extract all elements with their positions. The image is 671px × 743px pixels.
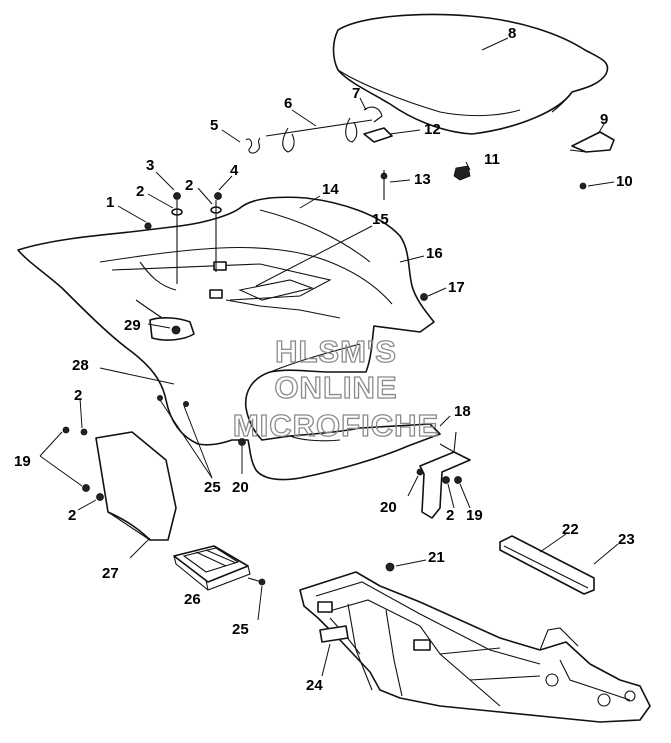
bolt-1 bbox=[144, 222, 152, 230]
bolt-20a bbox=[238, 438, 246, 446]
callout-18: 18 bbox=[454, 403, 471, 420]
callout-10: 10 bbox=[616, 173, 633, 190]
callout-13: 13 bbox=[414, 171, 431, 188]
watermark-line-2: ONLINE bbox=[274, 370, 397, 405]
callout-15: 15 bbox=[372, 211, 389, 228]
nut-19b bbox=[82, 484, 90, 492]
stud-bolt bbox=[380, 170, 388, 200]
callout-23: 23 bbox=[618, 531, 635, 548]
bolt-17 bbox=[420, 293, 428, 301]
callout-2: 2 bbox=[68, 507, 76, 524]
cross-support bbox=[499, 535, 595, 595]
spring bbox=[245, 137, 261, 154]
seat-latch-bracket bbox=[569, 131, 615, 190]
nut-19c bbox=[454, 476, 462, 484]
callout-28: 28 bbox=[72, 357, 89, 374]
callout-16: 16 bbox=[426, 245, 443, 262]
callout-6: 6 bbox=[284, 95, 292, 112]
callout-11: 11 bbox=[484, 151, 500, 168]
callout-9: 9 bbox=[600, 111, 608, 128]
callout-24: 24 bbox=[306, 677, 323, 694]
callout-7: 7 bbox=[352, 85, 360, 102]
seat-pad bbox=[363, 127, 393, 143]
watermark-line-1: HLSM'S bbox=[275, 334, 397, 369]
callout-19: 19 bbox=[14, 453, 31, 470]
bolt-4 bbox=[214, 192, 222, 200]
callout-2: 2 bbox=[446, 507, 454, 524]
bolt-21 bbox=[385, 562, 395, 572]
latch-bolt bbox=[579, 182, 587, 190]
bolt-3 bbox=[173, 192, 181, 200]
fasteners bbox=[62, 192, 462, 586]
watermark: HLSM'S ONLINE MICROFICHE bbox=[232, 333, 439, 443]
tail-light bbox=[149, 317, 195, 341]
frame-pad bbox=[319, 625, 349, 643]
callout-27: 27 bbox=[102, 565, 119, 582]
callout-14: 14 bbox=[322, 181, 339, 198]
seat bbox=[332, 13, 609, 135]
callout-3: 3 bbox=[146, 157, 154, 174]
callout-2: 2 bbox=[185, 177, 193, 194]
callout-17: 17 bbox=[448, 279, 465, 296]
bolt-25a bbox=[182, 400, 189, 407]
washer-2e bbox=[442, 476, 450, 484]
frame bbox=[299, 571, 651, 723]
callout-numbers: 1 2 2 2 2 2 3 4 5 6 7 8 9 10 11 12 13 14… bbox=[14, 25, 635, 694]
callout-20: 20 bbox=[380, 499, 397, 516]
callout-12: 12 bbox=[424, 121, 441, 138]
bolt-20b bbox=[416, 468, 424, 476]
callout-20: 20 bbox=[232, 479, 249, 496]
seat-latch-rod bbox=[265, 106, 383, 153]
callout-26: 26 bbox=[184, 591, 201, 608]
callout-22: 22 bbox=[562, 521, 579, 538]
leader-lines bbox=[39, 37, 619, 677]
bolt-25b bbox=[156, 394, 163, 401]
callout-2: 2 bbox=[74, 387, 82, 404]
nut-19a bbox=[62, 426, 70, 434]
grommet bbox=[453, 165, 471, 181]
rear-fender bbox=[17, 196, 441, 481]
callout-5: 5 bbox=[210, 117, 218, 134]
footrest-bracket bbox=[173, 545, 251, 591]
mounting-bracket bbox=[419, 431, 471, 519]
washer-2c bbox=[80, 428, 88, 436]
callout-4: 4 bbox=[230, 162, 239, 179]
callout-25: 25 bbox=[204, 479, 221, 496]
callout-1: 1 bbox=[106, 194, 114, 211]
watermark-line-3: MICROFICHE bbox=[233, 408, 439, 443]
callout-25: 25 bbox=[232, 621, 249, 638]
callout-8: 8 bbox=[508, 25, 516, 42]
callout-2: 2 bbox=[136, 183, 144, 200]
washer-2d bbox=[96, 493, 104, 501]
callout-21: 21 bbox=[428, 549, 445, 566]
mud-flap bbox=[95, 431, 177, 541]
callout-29: 29 bbox=[124, 317, 141, 334]
callout-19: 19 bbox=[466, 507, 483, 524]
